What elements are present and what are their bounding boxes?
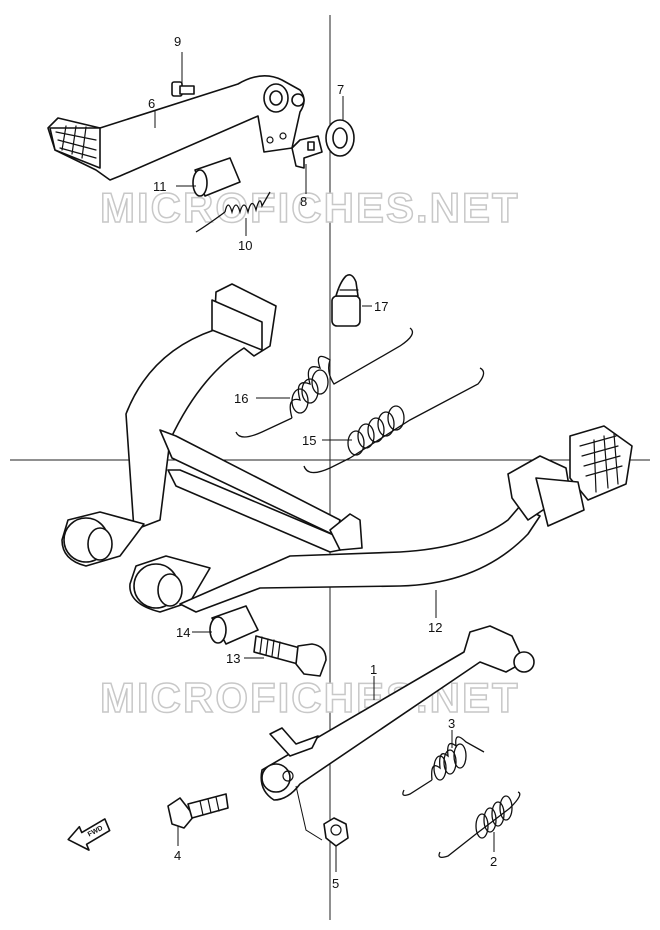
callout-13: 13 xyxy=(226,651,240,666)
center-stand-spring-outer xyxy=(303,367,485,474)
gear-shift-lever xyxy=(47,75,305,181)
center-stand-spring-inner xyxy=(235,327,414,438)
side-stand-bolt xyxy=(167,793,229,829)
center-stand-bushing xyxy=(209,605,259,645)
shift-lever-bolt xyxy=(171,81,195,97)
callout-17: 17 xyxy=(374,299,388,314)
callout-12: 12 xyxy=(428,620,442,635)
side-stand xyxy=(260,625,535,801)
callout-7: 7 xyxy=(337,82,344,97)
shift-lever-clip xyxy=(291,135,323,169)
side-stand-spring-small xyxy=(402,736,485,796)
shift-lever-bushing xyxy=(192,157,241,197)
callout-11: 11 xyxy=(153,179,167,194)
callout-10: 10 xyxy=(238,238,252,253)
callout-9: 9 xyxy=(174,34,181,49)
side-stand-spring-large xyxy=(438,791,521,858)
watermark-top: MICROFICHES.NET xyxy=(100,184,520,231)
side-stand-nut xyxy=(323,817,349,847)
stand-stopper-rubber xyxy=(331,274,361,327)
callout-2: 2 xyxy=(490,854,497,869)
callout-8: 8 xyxy=(300,194,307,209)
callout-1: 1 xyxy=(370,662,377,677)
nut-assembly-leader xyxy=(295,785,323,841)
callout-6: 6 xyxy=(148,96,155,111)
callout-14: 14 xyxy=(176,625,190,640)
callout-3: 3 xyxy=(448,716,455,731)
callout-4: 4 xyxy=(174,848,181,863)
shift-lever-spring xyxy=(195,191,271,233)
callout-16: 16 xyxy=(234,391,248,406)
shift-lever-washer xyxy=(325,119,355,157)
callout-15: 15 xyxy=(302,433,316,448)
center-stand xyxy=(61,283,633,613)
fwd-direction-arrow: FWD xyxy=(67,818,111,851)
watermark-bottom: MICROFICHES.NET xyxy=(100,674,520,721)
center-stand-bolt xyxy=(253,635,327,677)
callout-5: 5 xyxy=(332,876,339,891)
